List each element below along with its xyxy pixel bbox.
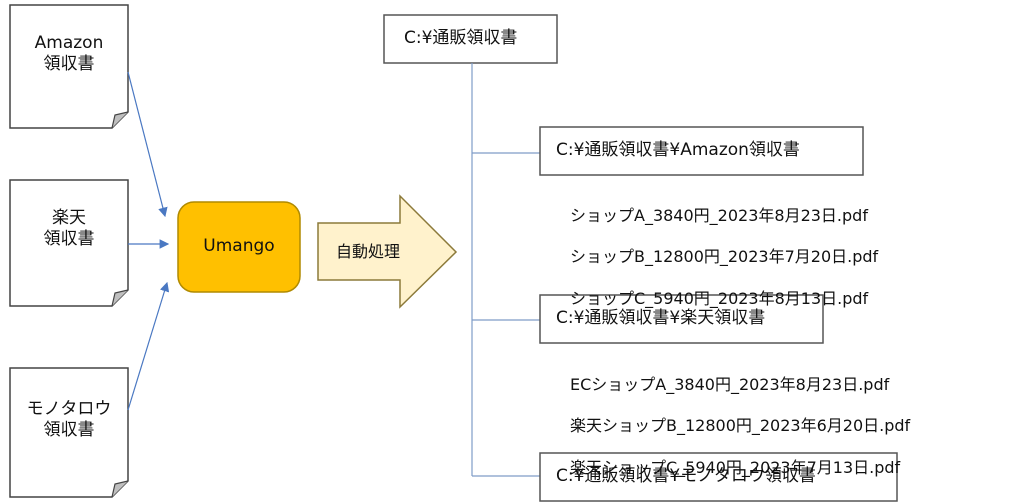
folder-label-monotaro: C:¥通販領収書¥モノタロウ領収書 [556,466,816,486]
processor-box [177,201,301,293]
file-list-amazon: ショップA_3840円_2023年8月23日.pdf ショップB_12800円_… [570,185,970,331]
source-doc-monotaro [9,367,129,498]
source-label-monotaro: モノタロウ 領収書 [26,399,112,441]
file-list-rakuten: ECショップA_3840円_2023年8月23日.pdf 楽天ショップB_128… [570,354,1010,500]
folder-box-monotaro [539,452,898,502]
file-item: ECショップA_3840円_2023年8月23日.pdf [570,374,890,394]
source-doc-amazon [9,4,129,129]
process-arrow [317,194,458,309]
file-item: ショップC_5940円_2023年8月13日.pdf [570,288,869,308]
file-item: 楽天ショップC_5940円_2023年7月13日.pdf [570,457,901,477]
source-doc-rakuten [9,179,129,307]
folder-box-rakuten [539,294,824,344]
file-item: ショップB_12800円_2023年7月20日.pdf [570,247,879,267]
folder-label-amazon: C:¥通販領収書¥Amazon領収書 [556,140,800,160]
folder-box-amazon [539,126,864,176]
folder-label-rakuten: C:¥通販領収書¥楽天領収書 [556,308,766,328]
connector-monotaro [127,281,170,411]
file-item: 楽天ショップB_12800円_2023年6月20日.pdf [570,416,911,436]
source-label-amazon: Amazon 領収書 [34,33,104,75]
processor-label: Umango [203,236,275,256]
source-label-rakuten: 楽天 領収書 [43,208,95,250]
root-folder-box [383,14,558,64]
file-item: ショップA_3840円_2023年8月23日.pdf [570,205,868,225]
connector-amazon [127,71,168,218]
root-folder-label: C:¥通販領収書 [404,28,518,48]
process-arrow-label: 自動処理 [335,242,400,261]
